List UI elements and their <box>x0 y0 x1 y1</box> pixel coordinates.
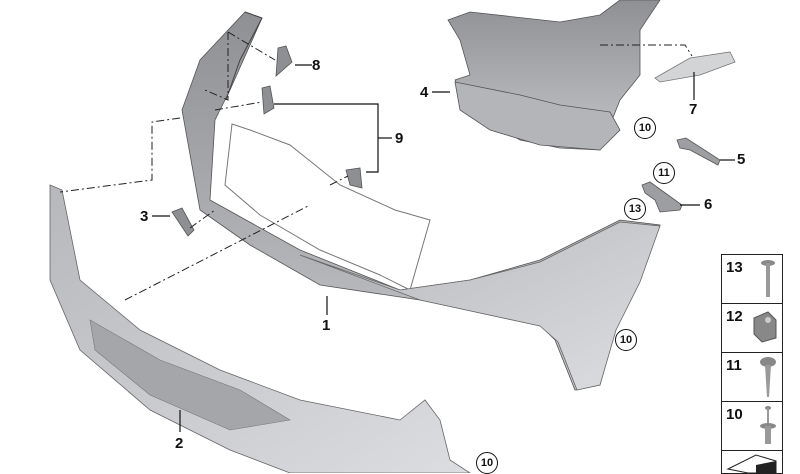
part-label-8: 8 <box>312 57 321 74</box>
part-label-3: 3 <box>140 208 149 225</box>
part-9-clip-upper <box>261 85 275 115</box>
part-label-2: 2 <box>175 435 184 452</box>
part-label-1: 1 <box>322 317 331 334</box>
callout-10-lower: 10 <box>476 452 498 474</box>
part-label-5: 5 <box>737 151 746 168</box>
part-6-bracket <box>641 181 683 213</box>
legend-item-11: 11 <box>722 353 782 402</box>
callout-10-carrier: 10 <box>634 117 656 139</box>
arrow-symbol-icon <box>726 454 777 473</box>
legend-item-13: 13 <box>722 255 782 304</box>
part-3-bracket <box>171 207 195 237</box>
part-label-9: 9 <box>395 130 404 147</box>
part-5-bracket <box>676 137 721 166</box>
part-7-cover <box>654 51 736 83</box>
part-label-7: 7 <box>689 101 698 118</box>
legend-item-arrow <box>722 451 782 473</box>
part-label-6: 6 <box>704 196 713 213</box>
self-tapping-screw-icon <box>760 357 776 397</box>
fastener-legend: 13 12 11 10 <box>721 254 783 474</box>
part-9-clip-lower <box>345 167 363 189</box>
legend-item-10: 10 <box>722 402 782 451</box>
part-1-bumper-trim <box>181 11 661 391</box>
part-4-bumper-carrier <box>447 0 661 151</box>
callout-13: 13 <box>624 198 646 220</box>
callout-10-wheel-arch: 10 <box>615 329 637 351</box>
legend-item-12: 12 <box>722 304 782 353</box>
callout-11: 11 <box>653 162 675 184</box>
part-8-clip <box>275 45 293 77</box>
screw-with-washer-icon <box>761 260 775 297</box>
speed-nut-clip-icon <box>753 311 777 343</box>
part-2-lower-trim <box>49 184 471 473</box>
leader-lines <box>152 64 735 432</box>
assembly-lines <box>59 31 693 301</box>
part-label-4: 4 <box>420 84 429 101</box>
expanding-rivet-icon <box>760 406 776 444</box>
